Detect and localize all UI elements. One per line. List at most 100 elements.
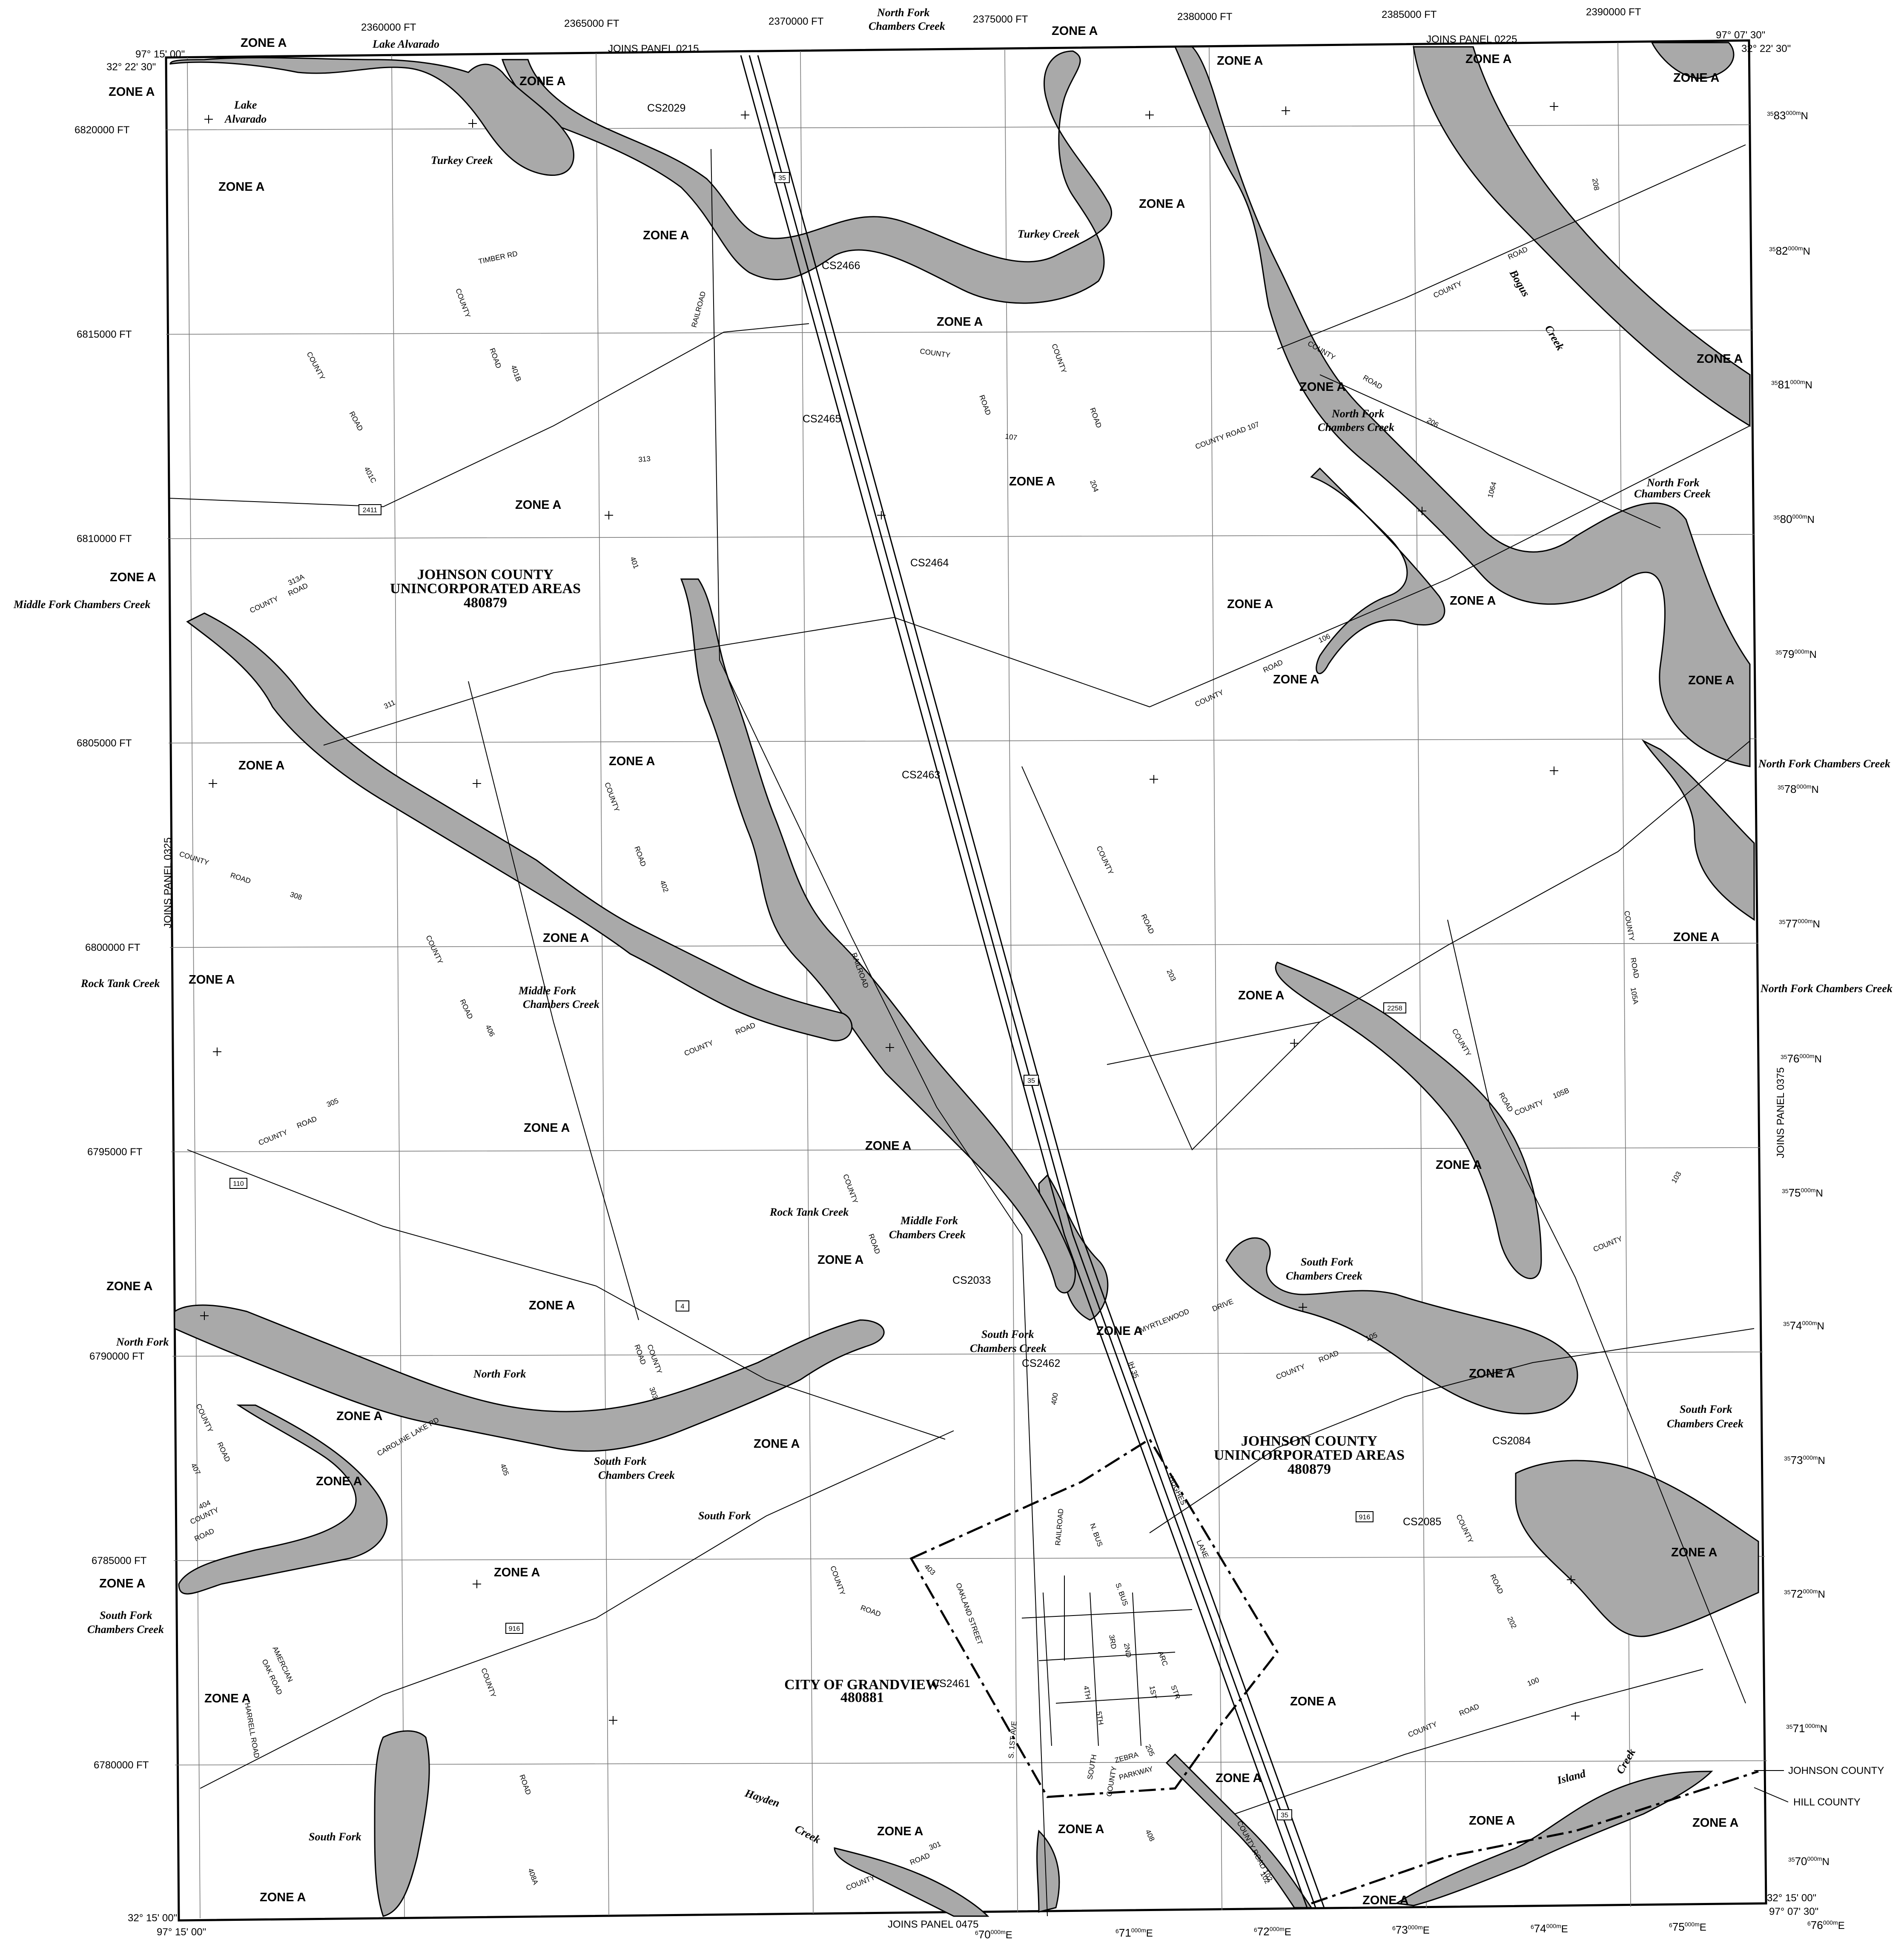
zone-a-label: ZONE A [1238, 989, 1285, 1002]
farm-road-shield: 2258 [1383, 1002, 1406, 1013]
easting-label: 2385000 FT [1382, 9, 1437, 20]
zone-a-label: ZONE A [817, 1253, 864, 1267]
creek-label: North Fork [473, 1368, 526, 1380]
interstate-shield: 35 [1024, 1075, 1039, 1086]
zone-a-label: ZONE A [1436, 1158, 1482, 1172]
zone-a-label: ZONE A [106, 1280, 153, 1293]
northing-label: 6780000 FT [94, 1759, 149, 1771]
svg-text:3576000mN: 3576000mN [1781, 1052, 1822, 1065]
interstate-shield: 35 [774, 172, 790, 183]
top-eastings: 2360000 FT 2365000 FT 2370000 FT 2375000… [361, 6, 1641, 33]
community-name: CITY OF GRANDVIEW [784, 1677, 940, 1693]
zone-a-label: ZONE A [543, 931, 589, 945]
creek-label: Chambers Creek [1286, 1270, 1362, 1282]
creek-label: Turkey Creek [1018, 228, 1080, 240]
se-latitude: 32° 15' 00" [1767, 1892, 1816, 1904]
bottom-utm-eastings: 670000mE 671000mE 672000mE 673000mE 6740… [975, 1919, 1845, 1940]
zone-a-label: ZONE A [1673, 930, 1720, 944]
zone-a-label: ZONE A [336, 1409, 383, 1423]
svg-text:3583000mN: 3583000mN [1767, 109, 1808, 122]
ne-latitude: 32° 22' 30" [1741, 43, 1791, 55]
nw-latitude: 32° 22' 30" [106, 61, 156, 73]
easting-label: 2380000 FT [1177, 11, 1233, 23]
svg-text:3574000mN: 3574000mN [1783, 1319, 1824, 1332]
cross-section-label: CS2085 [1403, 1516, 1441, 1528]
community-number: 480881 [840, 1690, 884, 1705]
svg-text:3572000mN: 3572000mN [1784, 1587, 1825, 1600]
svg-text:674000mE: 674000mE [1531, 1922, 1568, 1935]
zone-a-label: ZONE A [1299, 380, 1346, 394]
creek-label: Chambers Creek [598, 1469, 675, 1481]
hill-county-label: HILL COUNTY [1793, 1797, 1861, 1808]
zone-a-label: ZONE A [1009, 475, 1055, 488]
creek-label: Rock Tank Creek [769, 1206, 849, 1218]
northing-label: 6820000 FT [75, 124, 130, 136]
state-highway-shield: 916 [505, 1623, 523, 1634]
zone-a-label: ZONE A [877, 1825, 923, 1838]
zone-a-label: ZONE A [1469, 1367, 1515, 1380]
creek-label: Chambers Creek [1318, 421, 1394, 433]
lake-label: Lake [234, 99, 257, 111]
creek-label: South Fork [309, 1831, 361, 1843]
svg-text:676000mE: 676000mE [1807, 1919, 1845, 1931]
zone-a-label: ZONE A [1450, 594, 1496, 608]
easting-label: 2375000 FT [973, 14, 1028, 25]
creek-label: South Fork [100, 1609, 152, 1621]
zone-a-label: ZONE A [519, 75, 566, 88]
zone-a-label: ZONE A [865, 1139, 912, 1153]
community-number: 480879 [464, 595, 507, 611]
creek-label: South Fork [981, 1328, 1034, 1340]
zone-a-label: ZONE A [1671, 1546, 1718, 1559]
joins-panel-top-right: JOINS PANEL 0225 [1426, 34, 1517, 45]
creek-label: South Fork [1301, 1256, 1353, 1268]
svg-text:3573000mN: 3573000mN [1784, 1454, 1825, 1466]
zone-a-label: ZONE A [1096, 1324, 1143, 1338]
northing-label: 6785000 FT [92, 1555, 147, 1567]
community-name: JOHNSON COUNTY [1241, 1433, 1377, 1449]
joins-panel-top-left: JOINS PANEL 0215 [608, 43, 699, 55]
cross-section-label: CS2033 [952, 1274, 991, 1286]
northing-label: 6800000 FT [85, 942, 141, 953]
zone-a-label: ZONE A [1052, 24, 1098, 38]
cross-section-label: CS2466 [822, 260, 860, 272]
creek-labels: North Fork Chambers Creek Lake Alvarado … [13, 6, 1893, 1846]
svg-text:35: 35 [1027, 1077, 1035, 1085]
creek-label: Chambers Creek [523, 998, 599, 1010]
sw-latitude: 32° 15' 00" [128, 1912, 177, 1924]
road-number: 107 [1004, 432, 1018, 442]
state-highway-shield: 4 [676, 1300, 689, 1312]
ne-longitude: 97° 07' 30" [1716, 29, 1765, 41]
zone-a-label: ZONE A [241, 36, 287, 50]
road-number: 400 [1049, 1392, 1060, 1405]
svg-text:110: 110 [233, 1180, 244, 1188]
svg-text:675000mE: 675000mE [1669, 1920, 1706, 1933]
zone-a-label: ZONE A [643, 229, 689, 242]
zone-a-label: ZONE A [1217, 54, 1263, 68]
svg-text:3575000mN: 3575000mN [1782, 1186, 1823, 1199]
svg-text:4: 4 [681, 1303, 685, 1310]
zone-a-label: ZONE A [1139, 197, 1185, 211]
zone-a-label: ZONE A [1273, 673, 1319, 686]
road-number: 313 [638, 455, 651, 464]
road-number: 208 [1591, 178, 1601, 191]
lake-label: Lake Alvarado [372, 38, 439, 50]
lake-label: Alvarado [224, 113, 267, 125]
creek-label: South Fork [1680, 1403, 1732, 1415]
creek-label: Rock Tank Creek [80, 977, 160, 990]
se-longitude: 97° 07' 30" [1769, 1906, 1818, 1917]
zone-a-label: ZONE A [1290, 1695, 1336, 1708]
creek-label: South Fork [594, 1455, 647, 1467]
zone-a-label: ZONE A [1465, 52, 1512, 66]
cross-section-label: CS2463 [902, 769, 940, 781]
zone-a-label: ZONE A [609, 755, 655, 768]
zone-a-label: ZONE A [218, 180, 265, 194]
zone-a-label: ZONE A [316, 1475, 362, 1488]
svg-text:2258: 2258 [1387, 1005, 1402, 1012]
creek-label: Chambers Creek [970, 1342, 1047, 1355]
creek-label: North Fork [116, 1336, 169, 1348]
zone-a-label: ZONE A [754, 1437, 800, 1451]
creek-label: Chambers Creek [1634, 488, 1711, 500]
zone-a-label: ZONE A [1216, 1771, 1262, 1785]
creek-label: Chambers Creek [889, 1228, 966, 1241]
nw-longitude: 97° 15' 00" [135, 49, 185, 60]
